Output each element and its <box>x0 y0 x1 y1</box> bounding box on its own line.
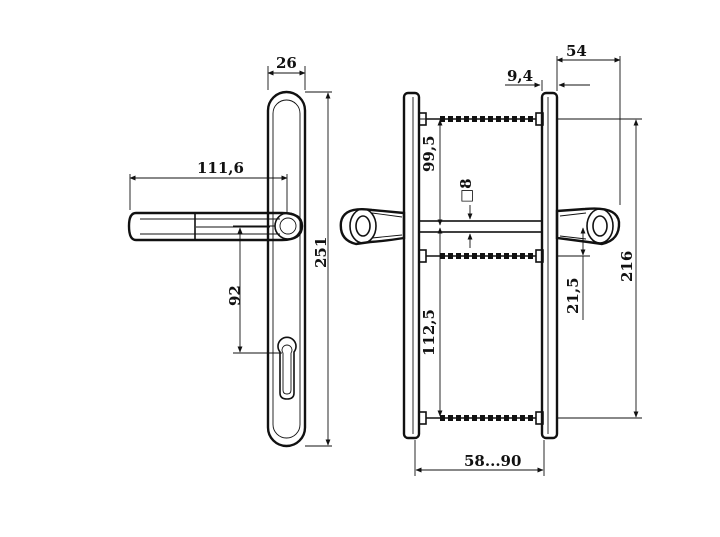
lever-handle <box>127 211 304 242</box>
front-view: 26 111,6 92 251 <box>127 54 332 448</box>
dimension-label-111-6: 111,6 <box>197 159 244 177</box>
cylinder-keyhole <box>277 336 297 400</box>
backplate-outline <box>266 90 307 448</box>
dimension-label-99-5: 99,5 <box>420 135 438 172</box>
dimension-label-square-8: □8 <box>457 178 475 203</box>
dimension-label-92: 92 <box>226 285 244 306</box>
dimension-label-21-5: 21,5 <box>564 277 582 314</box>
spindle <box>418 220 543 233</box>
lever-stub-right <box>555 207 621 246</box>
backplate-inner <box>272 99 301 439</box>
dimension-label-251: 251 <box>312 237 330 268</box>
lever-stub-left <box>339 208 406 246</box>
dimension-label-26: 26 <box>276 54 297 72</box>
dimension-label-216: 216 <box>618 251 636 282</box>
right-plate <box>540 91 559 440</box>
dimension-label-58-90: 58...90 <box>464 452 521 470</box>
dimension-label-54: 54 <box>566 42 587 60</box>
dimension-label-9-4: 9,4 <box>507 67 533 85</box>
left-plate <box>402 91 421 440</box>
side-view: 54 9,4 99,5 □8 112,5 21,5 216 58...90 <box>339 42 642 476</box>
dimension-label-112-5: 112,5 <box>420 309 438 356</box>
